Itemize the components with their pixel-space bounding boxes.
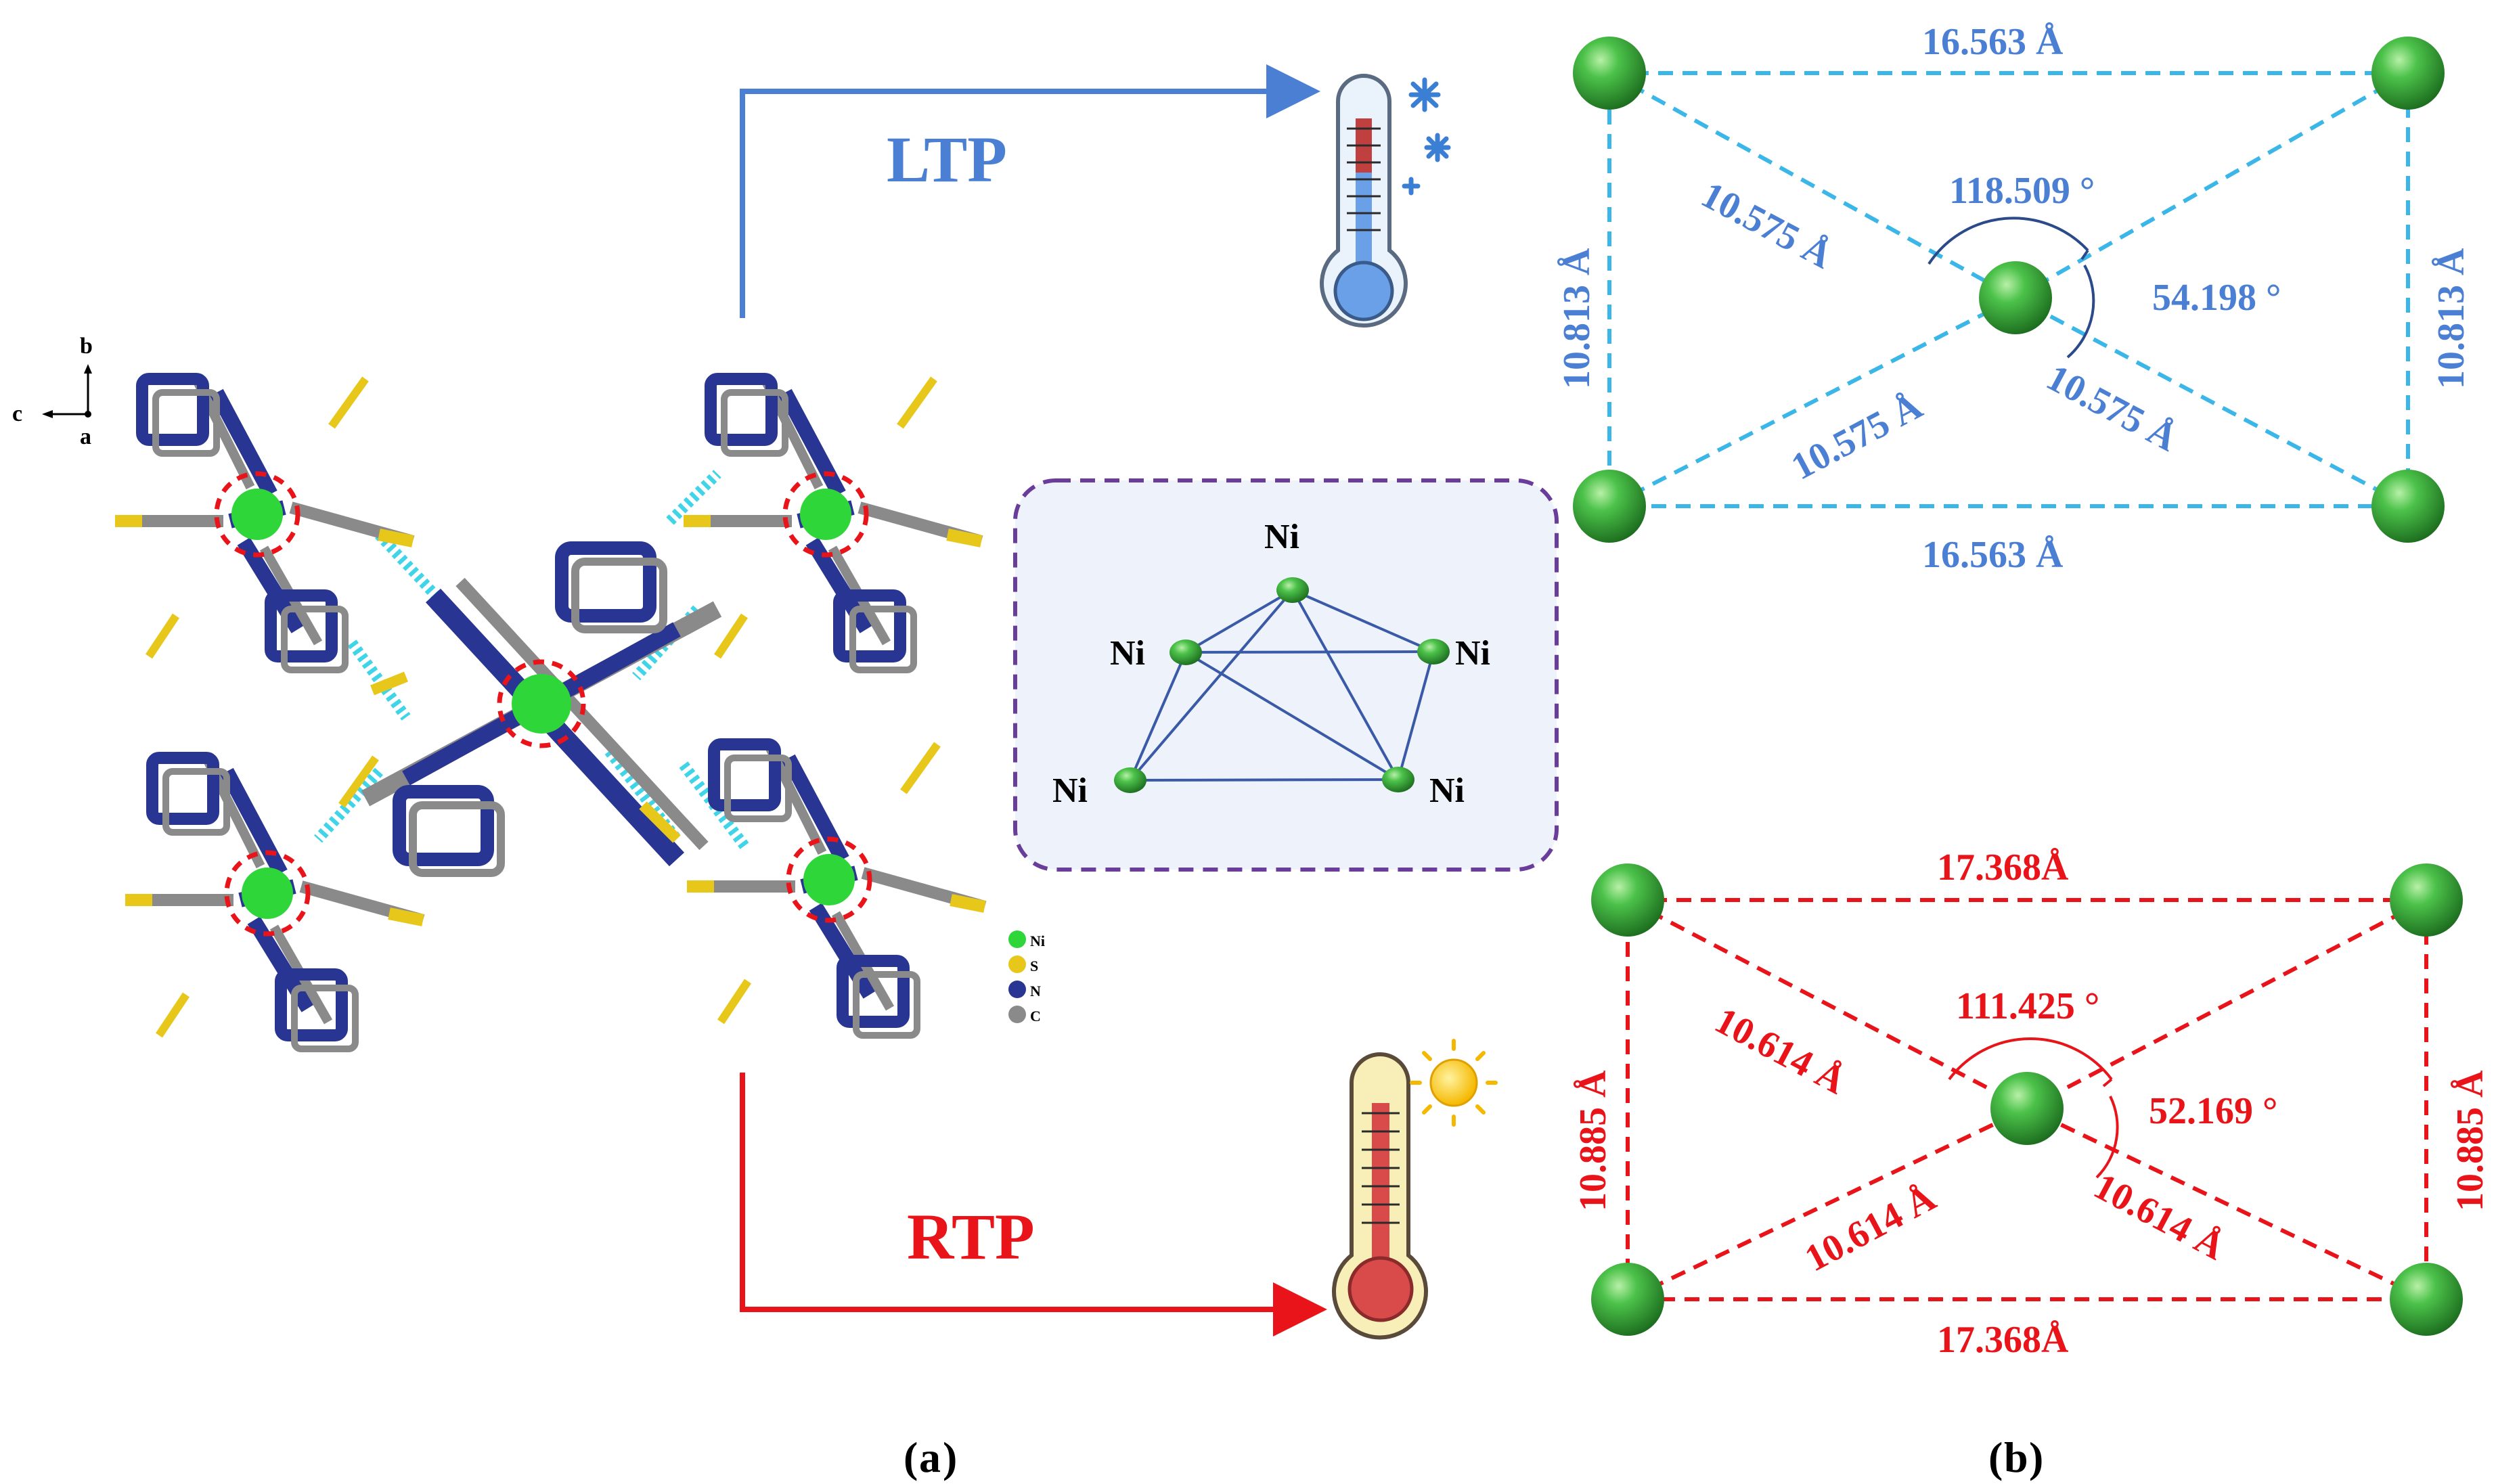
caption-b-letter: b <box>2004 1433 2028 1481</box>
ni-complex-unit <box>684 373 983 673</box>
rtp-angle-large: 111.425 ° <box>1956 985 2099 1027</box>
rtp-geometry: 17.368Å 17.368Å 10.885 Å 10.885 Å 10.614… <box>1572 847 2491 1361</box>
svg-text:): ) <box>2029 1433 2043 1481</box>
ni-cluster-box: Ni Ni Ni Ni Ni <box>1013 478 1559 872</box>
rtp-angle-small: 52.169 ° <box>2149 1090 2277 1132</box>
ltp-geometry: 16.563 Å 16.563 Å 10.813 Å 10.813 Å 10.5… <box>1556 21 2472 576</box>
ni-complex-unit <box>125 752 425 1052</box>
ni-atom <box>1382 767 1414 792</box>
snowflake-icon <box>1402 77 1451 196</box>
rtp-label: RTP <box>907 1200 1035 1273</box>
legend-n: N <box>1030 983 1041 999</box>
sun-icon <box>1410 1039 1498 1127</box>
rtp-diag-lower-left: 10.614 Å <box>1798 1177 1943 1280</box>
ni-label: Ni <box>1264 518 1299 556</box>
crystal-structure <box>115 373 987 1052</box>
ltp-top-distance: 16.563 Å <box>1922 21 2064 63</box>
panel-caption-a: ( a ) <box>904 1433 957 1481</box>
legend-ni: Ni <box>1030 932 1045 949</box>
ni-complex-unit <box>115 373 415 673</box>
ltp-label: LTP <box>887 123 1007 196</box>
ni-complex-unit <box>687 738 987 1039</box>
ltp-right-distance: 10.813 Å <box>2430 248 2472 389</box>
ni-atom <box>1114 767 1146 793</box>
ni-atom <box>1417 639 1450 665</box>
ltp-angle-large: 118.509 ° <box>1949 170 2095 212</box>
legend-c: C <box>1030 1008 1041 1025</box>
svg-text:(: ( <box>1988 1433 2003 1481</box>
element-legend: Ni S N C <box>1008 930 1045 1025</box>
ltp-diag-upper-left: 10.575 Å <box>1695 174 1840 277</box>
thermometer-cold-icon <box>1320 74 1408 328</box>
ltp-left-distance: 10.813 Å <box>1556 248 1598 389</box>
ltp-diag-lower-left: 10.575 Å <box>1785 385 1930 489</box>
ltp-arrow <box>740 64 1320 318</box>
axis-label-c: c <box>12 401 22 426</box>
ni-complex-unit-center <box>361 541 722 877</box>
ni-atom <box>1276 577 1309 603</box>
svg-text:): ) <box>943 1433 957 1481</box>
rtp-top-distance: 17.368Å <box>1937 847 2069 889</box>
ni-label: Ni <box>1052 771 1088 810</box>
caption-a-letter: a <box>919 1433 941 1481</box>
rtp-diag-lower-right: 10.614 Å <box>2087 1165 2232 1269</box>
panel-caption-b: ( b ) <box>1988 1433 2043 1481</box>
legend-s: S <box>1030 958 1038 974</box>
ni-label: Ni <box>1455 634 1490 673</box>
rtp-arrow <box>740 1073 1327 1336</box>
ni-label: Ni <box>1429 771 1465 810</box>
axis-label-b: b <box>80 334 93 359</box>
axis-indicator: b c a <box>12 334 93 449</box>
thermometer-hot-icon <box>1332 1052 1428 1340</box>
svg-text:(: ( <box>904 1433 918 1481</box>
ni-atom <box>1169 639 1202 665</box>
ltp-angle-small: 54.198 ° <box>2152 277 2281 319</box>
ltp-bottom-distance: 16.563 Å <box>1922 534 2064 576</box>
rtp-left-distance: 10.885 Å <box>1572 1070 1614 1211</box>
rtp-right-distance: 10.885 Å <box>2449 1070 2491 1211</box>
ni-label: Ni <box>1110 634 1145 673</box>
rtp-diag-upper-left: 10.614 Å <box>1708 999 1853 1103</box>
axis-label-a: a <box>80 424 91 449</box>
rtp-bottom-distance: 17.368Å <box>1937 1319 2069 1361</box>
ltp-diag-lower-right: 10.575 Å <box>2040 357 2185 460</box>
